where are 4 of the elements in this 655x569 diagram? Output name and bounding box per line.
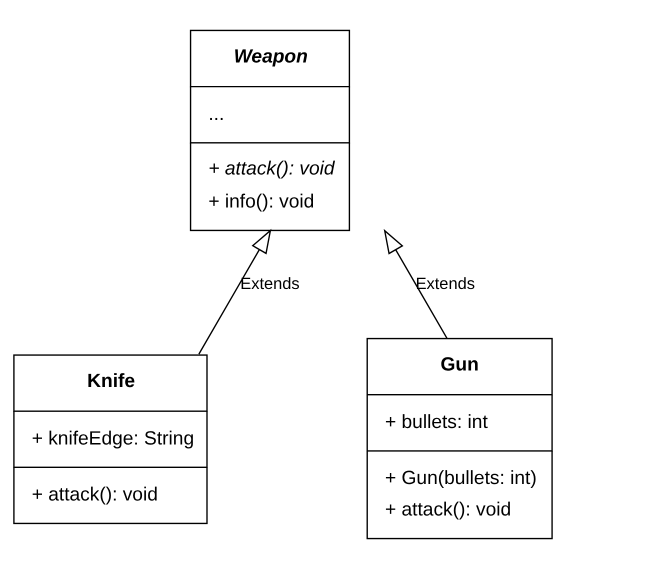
edge-label: Extends [240,274,300,293]
arrow [384,228,448,339]
arrow [198,228,272,354]
edge-label: Extends [416,274,475,293]
